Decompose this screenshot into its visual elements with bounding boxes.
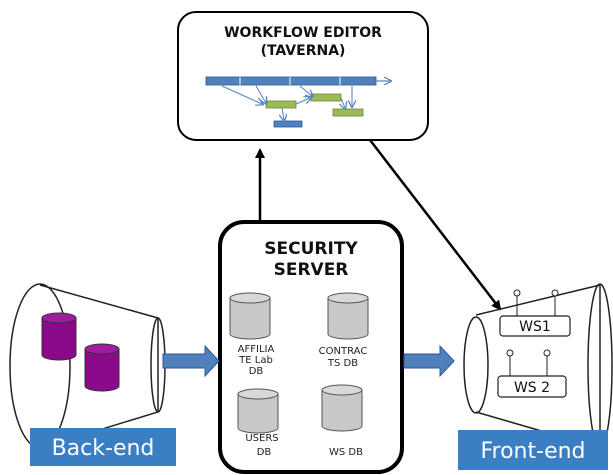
- editor-to-frontend-arrow: [369, 139, 502, 311]
- workflow-graphic: [205, 76, 390, 128]
- backend-to-server-arrow: [162, 344, 220, 378]
- db-label-affiliate-3: DB: [249, 366, 264, 377]
- db-label-affiliate-1: AFFILIA: [238, 344, 275, 355]
- database-icon: [327, 292, 369, 340]
- db-label-contracts-1: CONTRAC: [319, 346, 368, 357]
- ws2-label: WS 2: [514, 380, 550, 396]
- ws1-label: WS1: [519, 319, 551, 335]
- front-end-funnel: WS1 WS 2: [463, 283, 613, 449]
- database-icon: [229, 292, 271, 340]
- database-icon: [237, 388, 279, 434]
- front-end-label: Front-end: [480, 439, 585, 464]
- security-server-box: SECURITY SERVER AFFILIA TE Lab DB CONTRA…: [218, 220, 404, 474]
- web-service-ws2: WS 2: [497, 349, 567, 398]
- database-icon: [321, 384, 363, 432]
- web-service-ws1: WS1: [499, 289, 571, 337]
- back-end-label: Back-end: [52, 436, 155, 461]
- database-icon: [84, 343, 120, 392]
- security-server-subtitle: SERVER: [274, 260, 349, 280]
- front-end-banner: Front-end: [458, 430, 608, 470]
- server-to-frontend-arrow: [403, 344, 455, 378]
- workflow-editor-title: WORKFLOW EDITOR: [224, 25, 382, 41]
- db-label-ws: WS DB: [329, 447, 363, 458]
- back-end-funnel: [9, 283, 166, 449]
- db-label-affiliate-2: TE Lab: [238, 355, 273, 366]
- db-label-contracts-2: TS DB: [327, 358, 358, 369]
- db-label-users-2: DB: [257, 447, 272, 458]
- security-server-title: SECURITY: [264, 239, 358, 259]
- back-end-banner: Back-end: [30, 428, 176, 466]
- workflow-editor-box: WORKFLOW EDITOR (TAVERNA): [177, 11, 429, 141]
- workflow-editor-subtitle: (TAVERNA): [261, 43, 346, 59]
- database-icon: [41, 312, 77, 361]
- db-label-users-1: USERS: [245, 433, 278, 444]
